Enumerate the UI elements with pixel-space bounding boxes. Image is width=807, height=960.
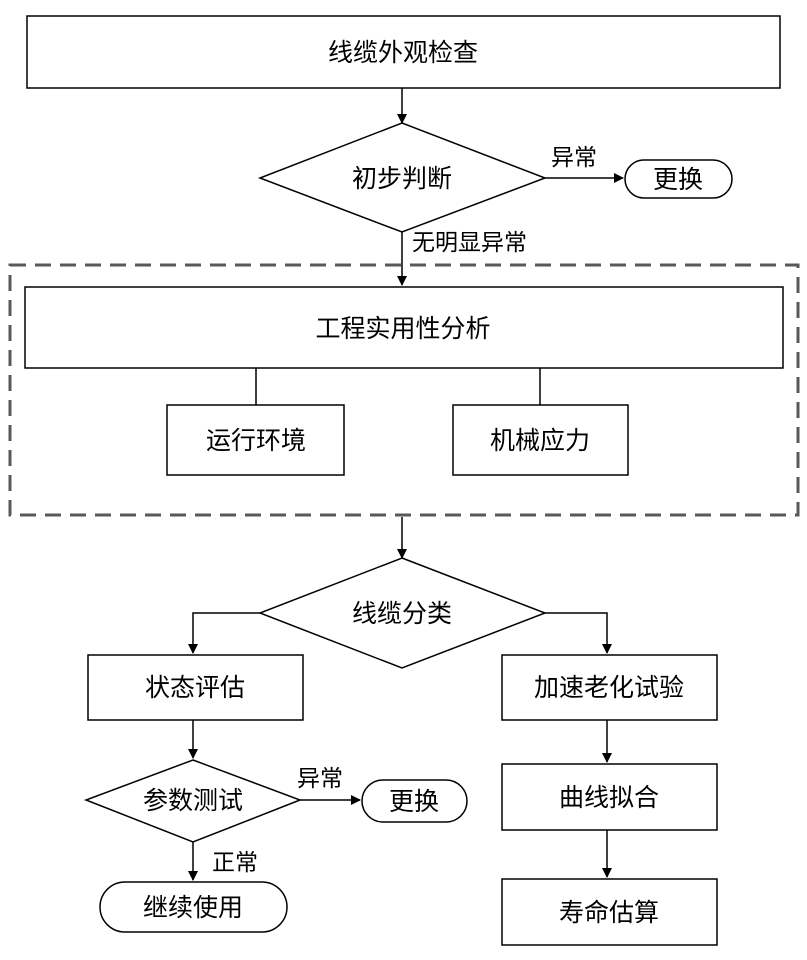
node-continue-use	[99, 881, 288, 933]
edge-label-abnormal-bottom: 异常	[297, 766, 343, 792]
node-param-test	[83, 759, 303, 843]
node-classification-label: 线缆分类	[352, 599, 452, 628]
node-curve-fit-label: 曲线拟合	[559, 783, 659, 812]
node-analysis	[24, 286, 784, 369]
node-status-eval-label: 状态评估	[145, 673, 245, 702]
node-environment	[166, 404, 345, 476]
edge-label-normal: 正常	[212, 850, 258, 876]
node-preliminary-label: 初步判断	[352, 164, 452, 193]
node-inspection-label: 线缆外观检查	[328, 38, 478, 67]
node-mechanical-label: 机械应力	[490, 426, 590, 455]
node-mechanical	[452, 404, 629, 476]
node-param-test-label: 参数测试	[143, 786, 243, 815]
node-accel-aging	[501, 654, 718, 721]
arrow-classification-to-status	[188, 612, 260, 654]
node-replace-bottom-label: 更换	[389, 787, 439, 816]
node-life-estimate	[501, 878, 718, 946]
edge-label-abnormal-top: 异常	[551, 145, 597, 171]
node-curve-fit	[501, 763, 718, 831]
node-life-estimate-label: 寿命估算	[559, 898, 659, 927]
node-inspection	[26, 15, 781, 89]
arrow-classification-to-aging	[545, 612, 612, 654]
node-status-eval	[87, 654, 304, 721]
edge-label-no-obvious-abnormal: 无明显异常	[412, 230, 527, 256]
node-analysis-label: 工程实用性分析	[315, 314, 490, 343]
node-preliminary	[257, 122, 548, 233]
node-environment-label: 运行环境	[206, 426, 306, 455]
node-replace-top	[624, 159, 733, 199]
node-classification	[257, 557, 548, 669]
analysis-group-box	[8, 263, 800, 517]
node-continue-use-label: 继续使用	[143, 893, 243, 922]
node-accel-aging-label: 加速老化试验	[534, 673, 684, 702]
node-replace-bottom	[361, 779, 468, 823]
node-replace-top-label: 更换	[653, 165, 703, 194]
